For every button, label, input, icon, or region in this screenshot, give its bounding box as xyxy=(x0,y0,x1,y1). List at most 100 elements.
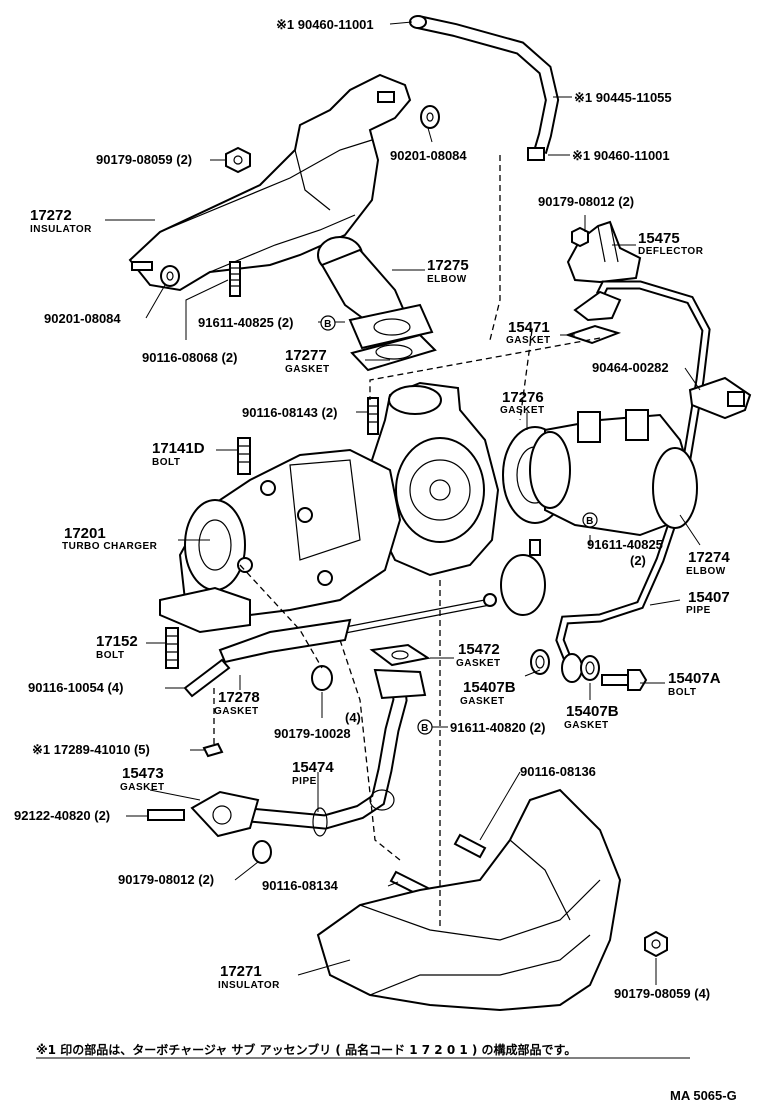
label-p17141D: 17141D xyxy=(152,440,205,457)
footnote: ※1 印の部品は、ターボチャージャ サブ アッセンブリ ( 品名コード 1 7 … xyxy=(36,1042,576,1057)
stud-90116-10054 xyxy=(183,658,231,698)
label-n15407: PIPE xyxy=(686,605,711,616)
label-p90179-08012-bot: 90179-08012 (2) xyxy=(118,872,214,887)
label-p17271: 17271 xyxy=(220,963,262,980)
label-p91611-40825-a: 91611-40825 (2) xyxy=(198,315,293,330)
gasket-17278 xyxy=(218,618,352,664)
nut-90179-08059-top xyxy=(225,146,251,174)
label-p90201-top: 90201-08084 xyxy=(390,148,467,163)
bolt-17141d xyxy=(237,437,251,475)
label-p90464: 90464-00282 xyxy=(592,360,669,375)
label-n17276: GASKET xyxy=(500,405,545,416)
label-p15473: 15473 xyxy=(122,765,164,782)
washer-15407b-a xyxy=(530,649,550,675)
label-p15472: 15472 xyxy=(458,641,500,658)
label-n17275: ELBOW xyxy=(427,274,467,285)
stud-90116-08136 xyxy=(453,833,487,859)
elbow-17275 xyxy=(317,236,434,350)
label-p90179-08012-top: 90179-08012 (2) xyxy=(538,194,634,209)
deflector-15475 xyxy=(566,220,642,284)
marker-b-1: B xyxy=(320,315,336,331)
label-p17272: 17272 xyxy=(30,207,72,224)
pipe-15474 xyxy=(249,668,427,837)
label-p90179-08059-top: 90179-08059 (2) xyxy=(96,152,192,167)
marker-b-2: B xyxy=(582,512,598,528)
gasket-15472 xyxy=(369,643,431,667)
label-n15407A: BOLT xyxy=(668,687,696,698)
label-p90116-08134: 90116-08134 xyxy=(262,878,339,893)
label-p15471: 15471 xyxy=(508,319,550,336)
label-p90116-10054: 90116-10054 (4) xyxy=(28,680,123,695)
label-p17277: 17277 xyxy=(285,347,327,364)
label-p17201: 17201 xyxy=(64,525,106,542)
label-p15407: 15407 xyxy=(688,589,730,606)
label-p90179-08059-bot: 90179-08059 (4) xyxy=(614,986,710,1001)
assembly-dashed-lines xyxy=(213,155,601,930)
gasket-17277 xyxy=(350,333,437,372)
label-p17152: 17152 xyxy=(96,633,138,650)
label-n17152: BOLT xyxy=(96,650,124,661)
leader-lines xyxy=(105,21,701,985)
label-p15407B-b: 15407B xyxy=(566,703,619,720)
washer-90201-top xyxy=(420,105,440,129)
label-n17271: INSULATOR xyxy=(218,980,280,991)
label-p91611-40820: 91611-40820 (2) xyxy=(450,720,545,735)
label-p90116-08068: 90116-08068 (2) xyxy=(142,350,237,365)
label-p90460-top: ※1 90460-11001 xyxy=(276,17,374,32)
stud-90116-08068 xyxy=(229,261,241,297)
clamp-90464-00282 xyxy=(688,376,752,420)
label-p15407A: 15407A xyxy=(668,670,721,687)
label-n15473: GASKET xyxy=(120,782,165,793)
label-p15475: 15475 xyxy=(638,230,680,247)
nut-90179-08012-bottom xyxy=(252,840,272,864)
label-n17274: ELBOW xyxy=(686,566,726,577)
washer-90201-left xyxy=(160,265,180,287)
label-p90201-left: 90201-08084 xyxy=(44,311,121,326)
label-p15474: 15474 xyxy=(292,759,334,776)
stud-92122-40820 xyxy=(147,809,185,821)
bolt-17152 xyxy=(165,627,179,669)
label-p91611-40825-b: 91611-40825 xyxy=(587,537,663,552)
label-p90116-08143: 90116-08143 (2) xyxy=(242,405,337,420)
label-p90445: ※1 90445-11055 xyxy=(574,90,672,105)
vacuum-hose xyxy=(409,15,560,161)
label-p90179-10028-qty: (4) xyxy=(345,710,361,725)
document-code: MA 5065-G xyxy=(670,1088,737,1103)
marker-b-3: B xyxy=(417,719,433,735)
label-n17277: GASKET xyxy=(285,364,330,375)
gasket-15471 xyxy=(564,324,622,345)
label-n17272: INSULATOR xyxy=(30,224,92,235)
label-p17274: 17274 xyxy=(688,549,730,566)
svg-text:B: B xyxy=(324,319,332,330)
label-n15407B-a: GASKET xyxy=(460,696,505,707)
label-p17275: 17275 xyxy=(427,257,469,274)
gasket-15473 xyxy=(190,790,260,838)
nut-90179-10028 xyxy=(311,665,333,691)
svg-text:B: B xyxy=(586,516,594,527)
label-p90460-mid: ※1 90460-11001 xyxy=(572,148,670,163)
part-labels: ※1 90460-11001 ※1 90445-11055 ※1 90460-1… xyxy=(14,17,730,1001)
label-p15407B-a: 15407B xyxy=(463,679,516,696)
washer-15407b-b xyxy=(580,655,600,681)
label-p90116-08136: 90116-08136 xyxy=(520,764,596,779)
label-p17278: 17278 xyxy=(218,689,260,706)
label-p91611-40825-b2: (2) xyxy=(630,553,646,568)
elbow-17274 xyxy=(529,409,698,537)
stud-90116-08143 xyxy=(367,397,379,435)
bolt-15407a xyxy=(601,669,648,691)
nut-90179-08059-bottom xyxy=(644,930,668,958)
label-n15471: GASKET xyxy=(506,335,551,346)
svg-text:B: B xyxy=(421,723,429,734)
turbo-charger-17201 xyxy=(159,381,546,637)
label-p92122: 92122-40820 (2) xyxy=(14,808,110,823)
label-p90179-10028: 90179-10028 xyxy=(274,726,351,741)
label-n17141D: BOLT xyxy=(152,457,180,468)
clip-17289 xyxy=(202,742,224,758)
label-p17289: ※1 17289-41010 (5) xyxy=(32,742,150,757)
label-n15407B-b: GASKET xyxy=(564,720,609,731)
label-n17278: GASKET xyxy=(214,706,259,717)
label-p17276: 17276 xyxy=(502,389,544,406)
lower-insulator-17271 xyxy=(316,788,622,1012)
label-n15475: DEFLECTOR xyxy=(638,246,704,257)
